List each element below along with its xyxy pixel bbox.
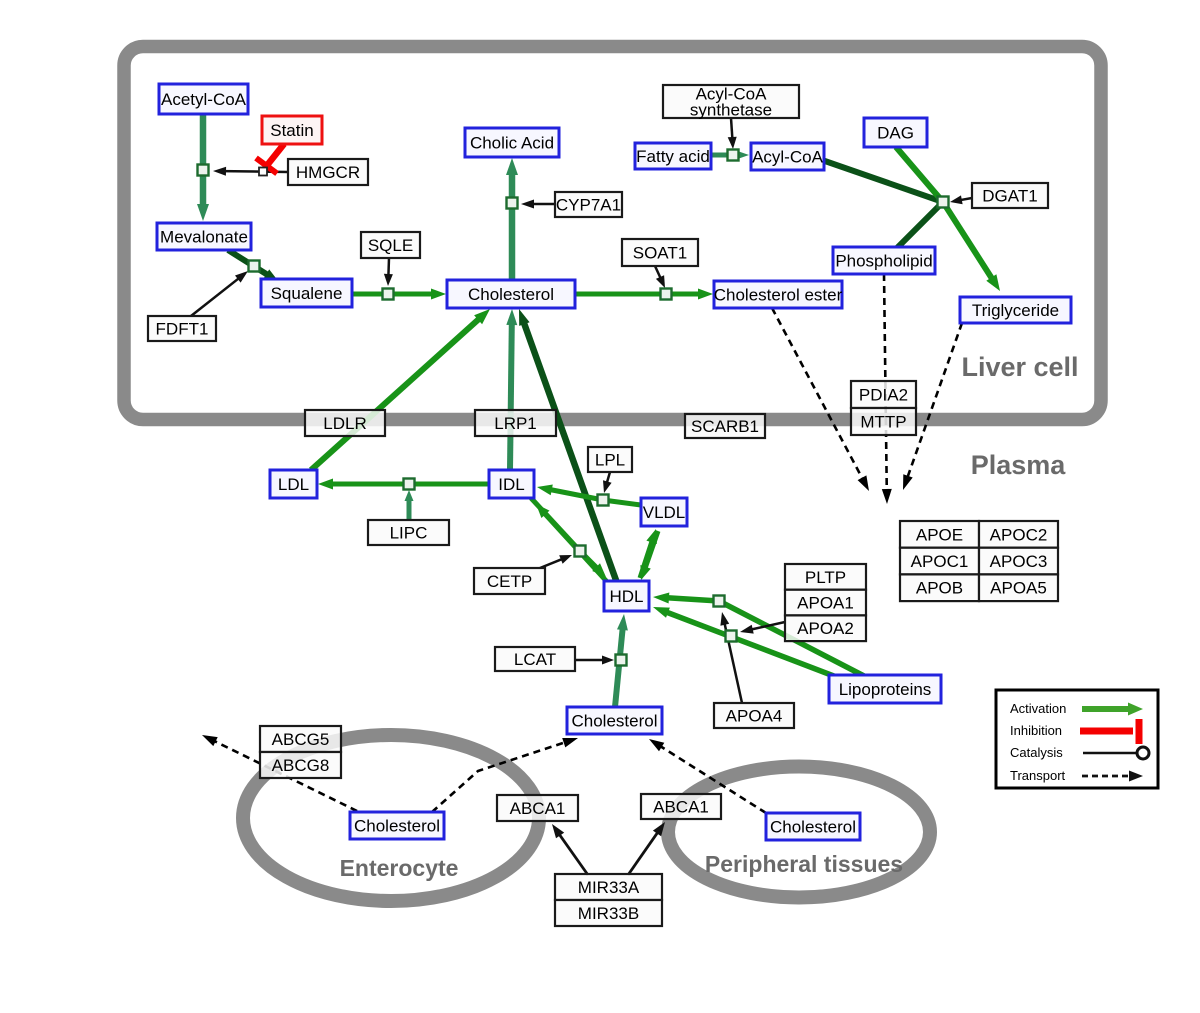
svg-text:Cholesterol: Cholesterol bbox=[354, 817, 440, 836]
svg-text:APOB: APOB bbox=[916, 579, 963, 598]
svg-text:Mevalonate: Mevalonate bbox=[160, 227, 248, 246]
svg-text:ABCG5: ABCG5 bbox=[272, 730, 330, 749]
svg-text:Triglyceride: Triglyceride bbox=[972, 301, 1059, 320]
svg-text:FDFT1: FDFT1 bbox=[156, 319, 209, 338]
svg-text:LDLR: LDLR bbox=[323, 414, 366, 433]
svg-text:Statin: Statin bbox=[270, 121, 313, 140]
svg-text:PDIA2: PDIA2 bbox=[859, 385, 908, 404]
svg-text:MIR33B: MIR33B bbox=[578, 904, 639, 923]
svg-text:Fatty acid: Fatty acid bbox=[636, 147, 710, 166]
svg-text:DGAT1: DGAT1 bbox=[982, 186, 1037, 205]
svg-text:Catalysis: Catalysis bbox=[1010, 745, 1063, 760]
svg-text:LCAT: LCAT bbox=[514, 650, 556, 669]
svg-text:LIPC: LIPC bbox=[390, 524, 428, 543]
svg-text:ABCG8: ABCG8 bbox=[272, 756, 330, 775]
svg-text:LDL: LDL bbox=[278, 475, 309, 494]
svg-text:DAG: DAG bbox=[877, 123, 914, 142]
svg-text:APOE: APOE bbox=[916, 525, 963, 544]
svg-text:Liver cell: Liver cell bbox=[961, 352, 1078, 382]
svg-text:SQLE: SQLE bbox=[368, 236, 413, 255]
svg-text:APOA2: APOA2 bbox=[797, 619, 854, 638]
svg-text:APOC1: APOC1 bbox=[911, 552, 969, 571]
svg-text:LPL: LPL bbox=[595, 450, 625, 469]
svg-text:Acetyl-CoA: Acetyl-CoA bbox=[161, 90, 247, 109]
svg-text:Activation: Activation bbox=[1010, 701, 1066, 716]
svg-text:APOC3: APOC3 bbox=[990, 552, 1048, 571]
svg-text:SCARB1: SCARB1 bbox=[691, 417, 759, 436]
svg-text:Cholesterol: Cholesterol bbox=[770, 818, 856, 837]
svg-text:MTTP: MTTP bbox=[860, 412, 906, 431]
svg-text:Peripheral tissues: Peripheral tissues bbox=[705, 851, 903, 877]
svg-text:HDL: HDL bbox=[609, 587, 643, 606]
svg-text:Cholesterol ester: Cholesterol ester bbox=[714, 285, 843, 304]
svg-text:ABCA1: ABCA1 bbox=[510, 799, 566, 818]
svg-text:APOA5: APOA5 bbox=[990, 579, 1047, 598]
svg-text:ABCA1: ABCA1 bbox=[653, 798, 709, 817]
svg-text:Phospholipid: Phospholipid bbox=[835, 251, 932, 270]
svg-text:Cholesterol: Cholesterol bbox=[572, 712, 658, 731]
svg-text:Inhibition: Inhibition bbox=[1010, 723, 1062, 738]
svg-text:Transport: Transport bbox=[1010, 768, 1066, 783]
svg-text:Squalene: Squalene bbox=[271, 284, 343, 303]
svg-text:synthetase: synthetase bbox=[690, 101, 772, 120]
svg-text:IDL: IDL bbox=[498, 475, 524, 494]
svg-text:Cholesterol: Cholesterol bbox=[468, 285, 554, 304]
svg-text:Acyl-CoA: Acyl-CoA bbox=[752, 147, 824, 166]
svg-text:LRP1: LRP1 bbox=[494, 414, 537, 433]
svg-text:Acyl-CoA: Acyl-CoA bbox=[696, 84, 768, 103]
svg-text:CETP: CETP bbox=[487, 572, 532, 591]
svg-text:HMGCR: HMGCR bbox=[296, 163, 360, 182]
svg-text:APOC2: APOC2 bbox=[990, 525, 1048, 544]
svg-text:APOA4: APOA4 bbox=[726, 707, 783, 726]
svg-text:VLDL: VLDL bbox=[643, 503, 686, 522]
svg-text:APOA1: APOA1 bbox=[797, 594, 854, 613]
svg-text:Enterocyte: Enterocyte bbox=[340, 855, 459, 881]
svg-text:MIR33A: MIR33A bbox=[578, 878, 640, 897]
svg-text:Cholic Acid: Cholic Acid bbox=[470, 133, 554, 152]
svg-text:PLTP: PLTP bbox=[805, 568, 846, 587]
svg-text:SOAT1: SOAT1 bbox=[633, 243, 687, 262]
svg-text:Plasma: Plasma bbox=[971, 450, 1067, 480]
svg-text:Lipoproteins: Lipoproteins bbox=[839, 680, 932, 699]
svg-text:CYP7A1: CYP7A1 bbox=[556, 195, 621, 214]
